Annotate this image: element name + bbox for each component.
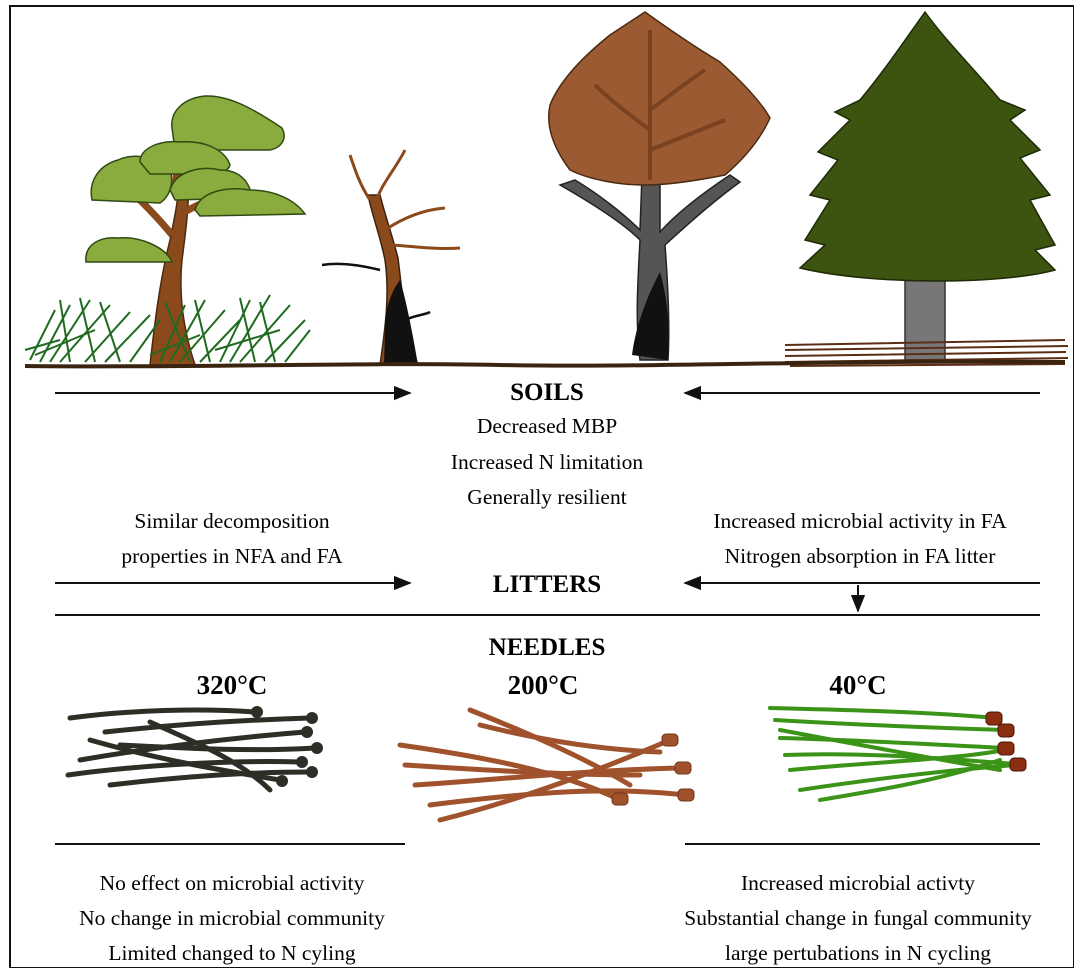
temp-label-40: 40°C — [829, 670, 886, 700]
healthy-tree-icon — [25, 96, 310, 365]
soils-line-1: Decreased MBP — [477, 414, 617, 438]
temp-label-200: 200°C — [508, 670, 579, 700]
soils-line-3: Generally resilient — [467, 485, 626, 509]
litters-left-line-2: properties in NFA and FA — [121, 544, 343, 568]
litters-right-line-1: Increased microbial activity in FA — [713, 509, 1007, 533]
green-needles-icon — [770, 708, 1026, 800]
needles-left-line-3: Limited changed to N cyling — [108, 941, 355, 965]
needles-right-line-2: Substantial change in fungal community — [684, 906, 1032, 930]
needles-title: NEEDLES — [489, 634, 606, 661]
needles-right-line-3: large pertubations in N cycling — [725, 941, 991, 965]
soils-title: SOILS — [510, 379, 584, 406]
litters-left-line-1: Similar decomposition — [134, 509, 330, 533]
soils-line-2: Increased N limitation — [451, 450, 643, 474]
healthy-conifer-icon — [785, 12, 1068, 366]
needles-left-line-2: No change in microbial community — [79, 906, 385, 930]
charred-needles-icon — [68, 706, 323, 790]
scorched-needles-icon — [400, 710, 694, 820]
burnt-tree-icon — [322, 150, 460, 365]
temp-label-320: 320°C — [197, 670, 268, 700]
needles-right-line-1: Increased microbial activty — [741, 871, 975, 895]
litters-title: LITTERS — [493, 571, 601, 598]
needles-left-line-1: No effect on microbial activity — [100, 871, 365, 895]
litters-right-line-2: Nitrogen absorption in FA litter — [725, 544, 996, 568]
scorched-tree-icon — [549, 12, 770, 360]
